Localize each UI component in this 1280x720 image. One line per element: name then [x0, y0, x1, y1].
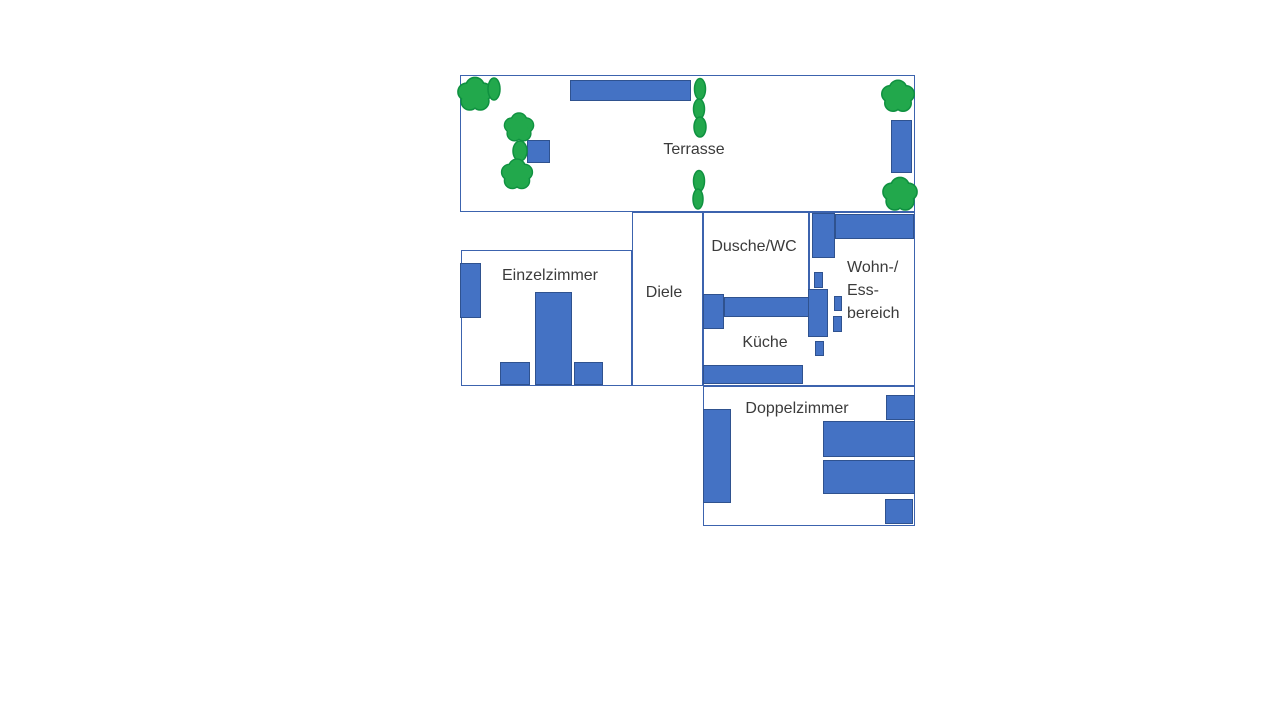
furniture-wohn-chair-1 — [814, 272, 823, 288]
room-terrasse — [460, 75, 915, 212]
furniture-doppelzimmer-bed-1 — [823, 421, 915, 457]
furniture-einzelzimmer-bed — [535, 292, 572, 385]
furniture-wohn-sofa-horizontal — [835, 214, 914, 239]
label-wohn-line3: bereich — [847, 305, 900, 322]
furniture-kueche-center-block — [808, 289, 828, 337]
label-wohn-essbereich: Wohn-/ Ess- bereich — [847, 256, 899, 325]
label-diele: Diele — [645, 284, 683, 301]
label-terrasse: Terrasse — [663, 141, 725, 158]
label-kueche: Küche — [742, 334, 788, 351]
furniture-einzelzimmer-wardrobe — [460, 263, 481, 318]
furniture-wohn-chair-2 — [834, 296, 842, 311]
furniture-wohn-sofa-vertical — [812, 213, 835, 258]
label-doppelzimmer: Doppelzimmer — [745, 400, 849, 417]
furniture-kueche-left-block — [703, 294, 724, 329]
furniture-terrasse-right — [891, 120, 912, 173]
label-wohn-line2: Ess- — [847, 282, 879, 299]
furniture-doppelzimmer-nightstand-bottom — [885, 499, 913, 524]
furniture-kueche-small-below — [815, 341, 824, 356]
room-diele — [632, 212, 703, 386]
furniture-kueche-counter — [724, 297, 809, 317]
room-einzelzimmer — [461, 250, 632, 386]
furniture-doppelzimmer-wardrobe — [703, 409, 731, 503]
furniture-terrasse-bench — [570, 80, 691, 101]
furniture-doppelzimmer-nightstand-top — [886, 395, 915, 420]
furniture-einzelzimmer-nightstand-right — [574, 362, 603, 385]
furniture-terrasse-table — [527, 140, 550, 163]
wall-dusche-wohn — [808, 213, 810, 292]
label-einzelzimmer: Einzelzimmer — [501, 267, 599, 284]
label-wohn-line1: Wohn-/ — [847, 259, 899, 276]
furniture-einzelzimmer-nightstand-left — [500, 362, 530, 385]
furniture-wohn-chair-3 — [833, 316, 842, 332]
furniture-doppelzimmer-bed-2 — [823, 460, 915, 494]
furniture-kueche-bottom-counter — [703, 365, 803, 384]
label-dusche-wc: Dusche/WC — [711, 238, 797, 255]
